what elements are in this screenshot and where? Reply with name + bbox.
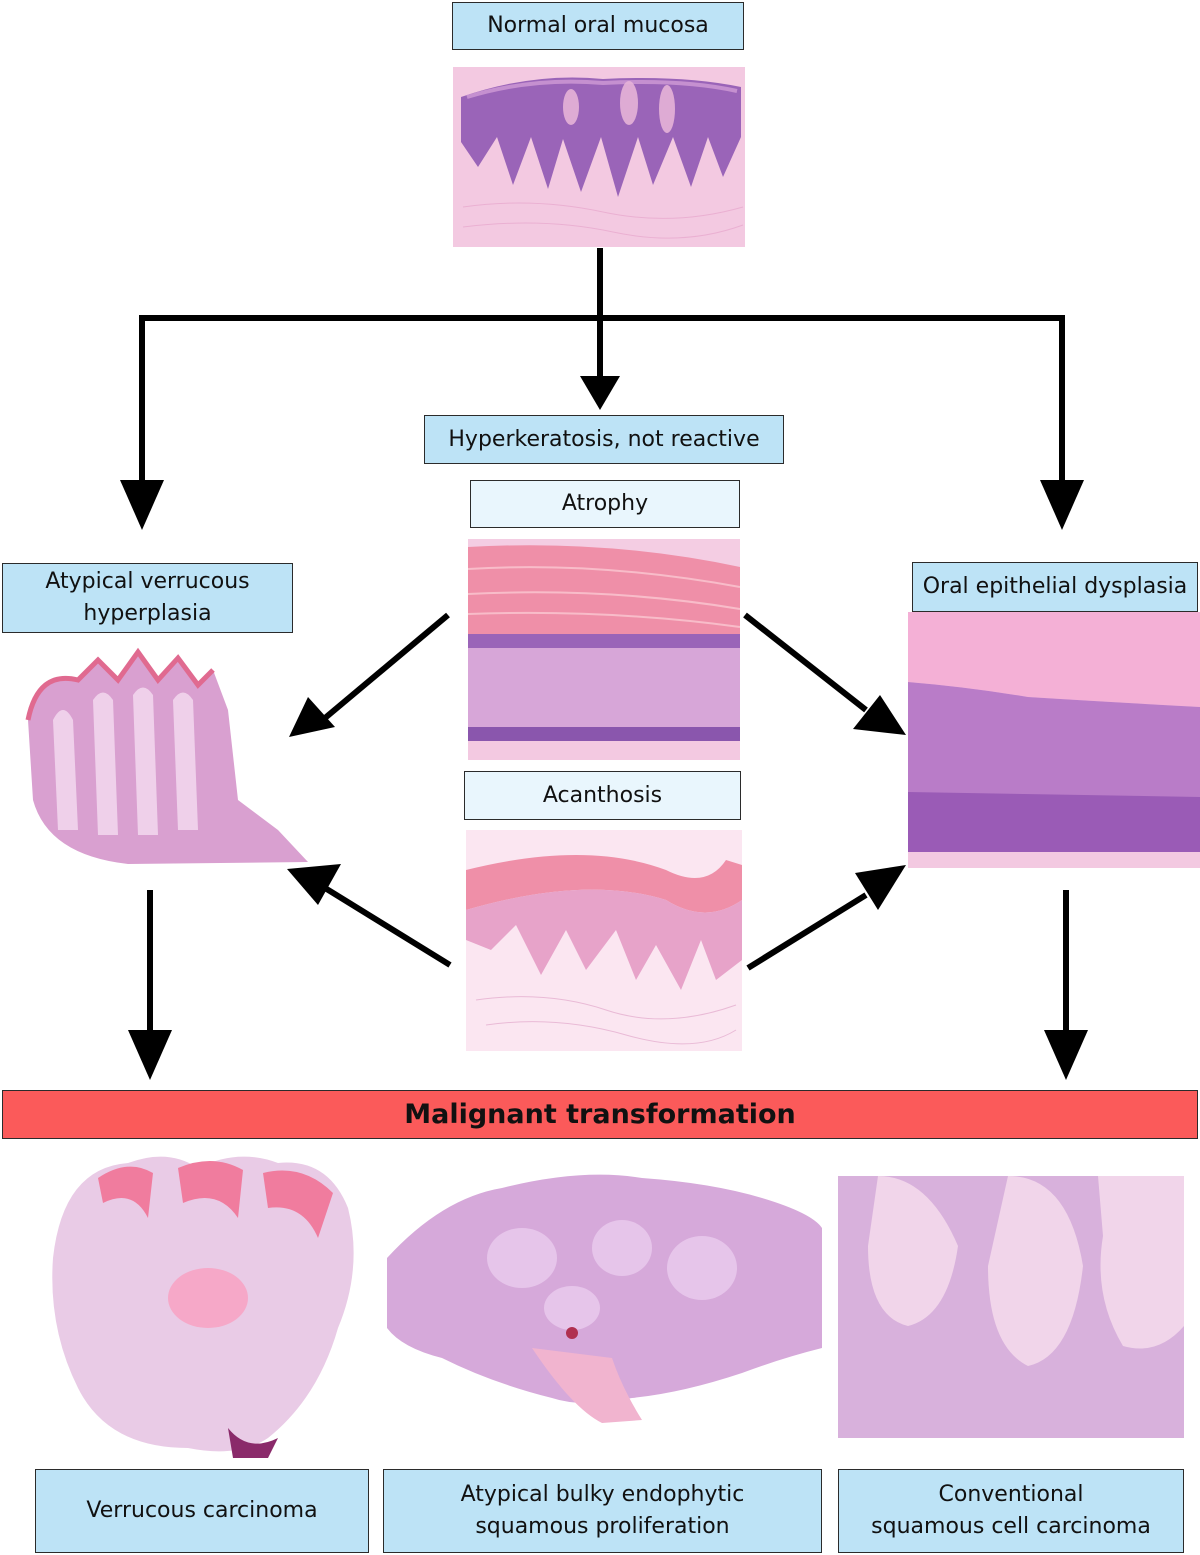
conventional-scc-label: Conventional squamous cell carcinoma (838, 1469, 1184, 1553)
arrowhead-atrophy-avh (289, 697, 335, 737)
arrowhead-oed-malignant (1044, 1030, 1088, 1080)
arrowhead-avh-malignant (128, 1030, 172, 1080)
arrowhead-acanthosis-oed (855, 865, 906, 910)
atypical-verrucous-hyperplasia-label: Atypical verrucous hyperplasia (2, 563, 293, 633)
bulky-endophytic-label: Atypical bulky endophytic squamous proli… (383, 1469, 822, 1553)
arrowhead-hyperkeratosis (580, 376, 620, 410)
arrowhead-oed (1040, 480, 1084, 530)
normal-mucosa-histology-image (453, 67, 745, 247)
atrophy-histology-image (468, 539, 740, 760)
atrophy-label: Atrophy (470, 480, 740, 528)
oral-epithelial-dysplasia-histology-image (908, 612, 1200, 868)
arrowhead-acanthosis-avh (287, 864, 341, 905)
atypical-verrucous-hyperplasia-histology-image (8, 640, 308, 868)
verrucous-carcinoma-histology-image (38, 1148, 368, 1464)
acanthosis-label: Acanthosis (464, 771, 741, 820)
arrowhead-avh (120, 480, 164, 530)
conventional-scc-histology-image (838, 1176, 1184, 1438)
hyperkeratosis-label: Hyperkeratosis, not reactive (424, 415, 784, 464)
verrucous-carcinoma-label: Verrucous carcinoma (35, 1469, 369, 1553)
malignant-transformation-banner: Malignant transformation (2, 1090, 1198, 1139)
acanthosis-histology-image (466, 830, 742, 1051)
arrowhead-atrophy-oed (853, 695, 906, 735)
oral-epithelial-dysplasia-label: Oral epithelial dysplasia (912, 562, 1198, 612)
bulky-endophytic-histology-image (382, 1158, 822, 1428)
normal-mucosa-label: Normal oral mucosa (452, 2, 744, 50)
